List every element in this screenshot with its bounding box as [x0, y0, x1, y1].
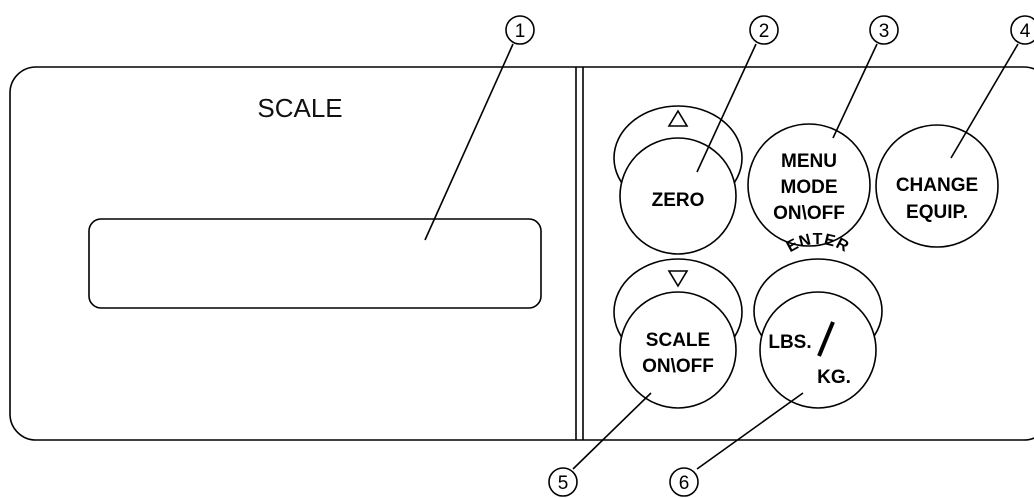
callout-1: 1 [505, 15, 535, 45]
scale-onoff-label-line2: ON\OFF [642, 356, 714, 377]
callout-2: 2 [749, 15, 779, 45]
scale-onoff-label-line1: SCALE [646, 330, 710, 351]
svg-text:6: 6 [679, 473, 690, 494]
callout-4-leader [950, 43, 1019, 159]
panel-outline [9, 66, 1034, 441]
panel-title: SCALE [257, 93, 342, 123]
zero-button-label: ZERO [652, 190, 705, 211]
change-equip-label-line1: CHANGE [896, 175, 978, 196]
lbs-kg-enter-button[interactable]: ENTER LBS. KG. [753, 231, 883, 409]
menu-mode-label-line1: MENU [781, 151, 837, 172]
scale-onoff-button[interactable]: SCALE ON\OFF [613, 258, 743, 409]
menu-mode-label-line3: ON\OFF [773, 203, 845, 224]
callout-5-leader [572, 392, 652, 470]
svg-text:5: 5 [558, 473, 569, 494]
callout-5: 5 [548, 467, 578, 497]
lbs-label: LBS. [768, 332, 811, 353]
menu-mode-button[interactable]: MENU MODE ON\OFF [747, 123, 871, 247]
callout-1-leader [424, 43, 514, 241]
zero-button[interactable]: ZERO [613, 105, 743, 255]
callout-6-leader [696, 392, 804, 470]
up-triangle-icon [667, 109, 689, 127]
lbs-kg-slash [817, 321, 835, 357]
svg-text:2: 2 [759, 21, 770, 42]
callout-3-leader [832, 43, 878, 139]
svg-text:4: 4 [1020, 21, 1031, 42]
down-triangle-icon [667, 270, 689, 288]
kg-label: KG. [817, 367, 851, 388]
display-window [88, 218, 542, 309]
callout-6: 6 [669, 467, 699, 497]
callout-2-leader [696, 43, 757, 173]
callout-4: 4 [1010, 15, 1034, 45]
menu-mode-label-line2: MODE [781, 177, 838, 198]
change-equip-button[interactable]: CHANGE EQUIP. [875, 124, 999, 248]
callout-3: 3 [869, 15, 899, 45]
svg-text:1: 1 [515, 21, 526, 42]
svg-text:3: 3 [879, 21, 890, 42]
change-equip-label-line2: EQUIP. [906, 202, 968, 223]
